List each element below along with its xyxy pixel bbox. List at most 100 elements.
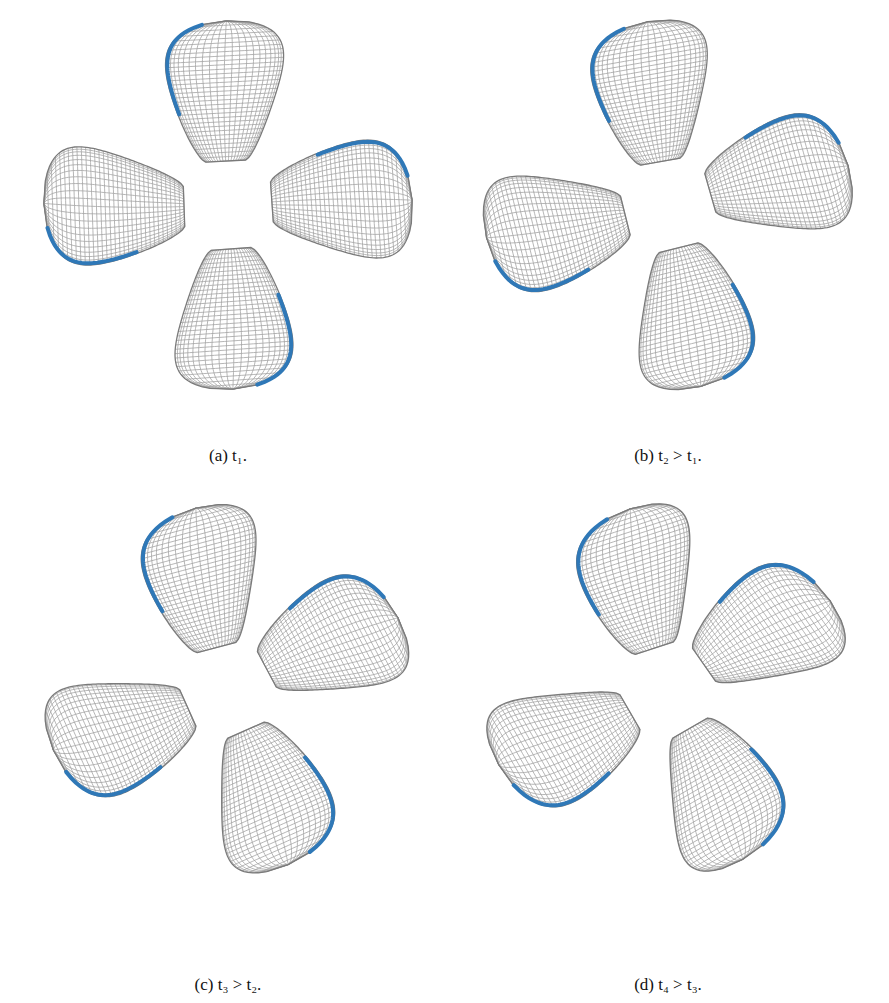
blade-surface: [591, 20, 708, 165]
mesh-line: [196, 273, 270, 278]
mesh-line: [521, 176, 549, 289]
mesh-line: [673, 754, 758, 803]
mesh-line: [166, 505, 225, 521]
mesh-line: [592, 60, 707, 80]
mesh-line: [648, 20, 706, 158]
mesh-line: [790, 566, 845, 644]
blade-outline: [270, 140, 412, 258]
mesh-line: [182, 311, 286, 318]
mesh-line: [644, 288, 736, 311]
mesh-line: [156, 170, 159, 244]
mesh-line: [187, 632, 241, 646]
mesh-line: [117, 155, 121, 259]
mesh-line: [141, 529, 255, 559]
mesh-line: [139, 163, 142, 252]
mesh-line: [172, 93, 276, 98]
mesh-line: [184, 124, 266, 128]
blade-surface: [166, 21, 284, 162]
mesh-line: [73, 147, 77, 263]
mesh-line: [60, 690, 107, 796]
mesh-line: [618, 21, 679, 32]
blade-outline: [591, 20, 708, 165]
mesh-line: [201, 155, 251, 158]
mesh-line: [291, 166, 296, 236]
leading-edge: [592, 29, 623, 121]
mesh-line: [598, 692, 631, 749]
propeller: [483, 20, 852, 390]
mesh-line: [798, 570, 845, 637]
mesh-line: [767, 564, 834, 659]
mesh-line: [606, 101, 700, 118]
mesh-line: [356, 577, 405, 669]
propeller-blade: [670, 718, 785, 871]
mesh-line: [693, 564, 830, 648]
mesh-line: [737, 582, 800, 672]
mesh-line: [222, 760, 309, 799]
mesh-line: [195, 146, 256, 149]
mesh-line: [258, 576, 398, 652]
mesh-line: [642, 295, 740, 320]
leading-edge: [751, 749, 783, 844]
mesh-line: [641, 341, 754, 369]
mesh-line: [772, 564, 837, 657]
mesh-line: [596, 583, 687, 612]
mesh-line: [121, 157, 125, 258]
mesh-line: [652, 253, 711, 268]
mesh-line: [176, 354, 292, 362]
mesh-line: [295, 602, 341, 689]
mesh-line: [579, 540, 690, 576]
leading-edge: [724, 285, 753, 378]
mesh-line: [178, 32, 273, 37]
mesh-line: [591, 43, 706, 63]
mesh-line: [764, 125, 793, 228]
hub: [186, 163, 270, 247]
mesh-line: [615, 120, 695, 134]
subfigure-caption-box: (c) t₃ > t₂.: [195, 975, 262, 995]
mesh-line: [124, 684, 161, 768]
mesh-line: [157, 506, 236, 527]
mesh-line: [591, 186, 609, 258]
mesh-line: [223, 738, 289, 872]
mesh-line: [341, 575, 396, 678]
mesh-line: [604, 97, 701, 114]
mesh-line: [737, 142, 760, 224]
propeller-blade: [270, 140, 412, 258]
mesh-line: [567, 181, 589, 270]
mesh-line: [178, 324, 289, 332]
mesh-line: [747, 574, 813, 669]
propeller: [487, 504, 845, 871]
mesh-line: [207, 252, 257, 255]
propeller-blade: [257, 575, 408, 690]
mesh-line: [591, 51, 707, 72]
mesh-line: [631, 148, 686, 158]
mesh-line: [581, 549, 689, 584]
mesh-line: [228, 737, 288, 871]
blade-outline: [483, 176, 630, 292]
mesh-line: [351, 142, 359, 256]
mesh-line: [698, 822, 781, 870]
propeller-blade: [693, 564, 846, 683]
mesh-line: [222, 778, 322, 822]
leading-edge: [305, 757, 333, 851]
mesh-line: [612, 115, 696, 130]
mesh-line: [134, 161, 137, 253]
mesh-line: [648, 22, 685, 160]
mesh-line: [760, 127, 789, 227]
mesh-line: [382, 142, 390, 256]
mesh-line: [363, 579, 408, 663]
mesh-line: [175, 350, 293, 358]
subfigure-caption: (c) t₃ > t₂.: [195, 975, 262, 994]
mesh-line: [625, 139, 690, 150]
blade-surface: [577, 504, 690, 654]
mesh-line: [94, 149, 98, 264]
mesh-line: [149, 684, 179, 752]
mesh-line: [347, 143, 355, 254]
mesh-line: [181, 315, 288, 322]
blade-outline: [166, 21, 284, 162]
blade-outline: [577, 504, 690, 654]
mesh-line: [338, 146, 345, 253]
mesh-line: [671, 739, 742, 780]
mesh-line: [591, 47, 707, 67]
propeller-blade: [487, 692, 640, 807]
mesh-line: [643, 291, 738, 315]
